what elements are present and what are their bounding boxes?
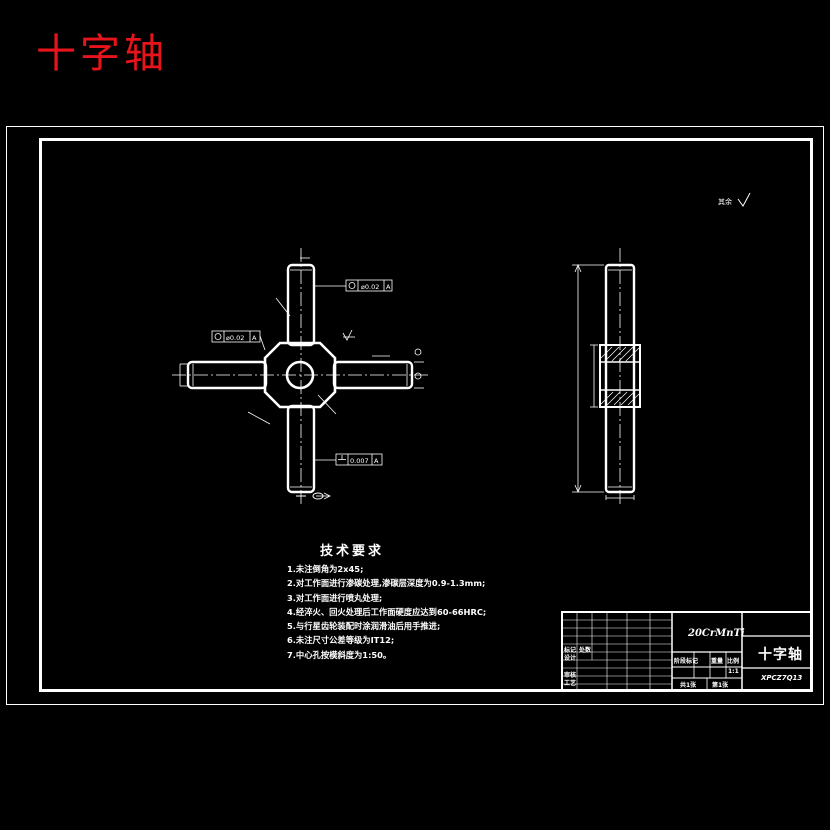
requirement-item: 7.中心孔按模斜度为1:50。 (287, 649, 392, 660)
cross-front-view (172, 248, 428, 505)
requirement-item: 4.经淬火、回火处理后工作面硬度应达到60-66HRC; (287, 606, 487, 617)
tech-requirements-list: 1.未注倒角为2x45; 2.对工作面进行渗碳处理,渗碳层深度为0.9-1.3m… (287, 562, 486, 662)
inner-frame (39, 138, 813, 692)
tb-label-count: 处数 (579, 647, 592, 654)
tb-label-process: 工艺 (564, 680, 577, 687)
side-view-dimensions (572, 263, 635, 500)
page-title: 十字轴 (36, 31, 168, 77)
tb-label-mark: 标记 (564, 647, 577, 654)
datum-label-2: A (252, 334, 257, 342)
tolerance-value-1: ⌀0.02 (361, 283, 379, 291)
tolerance-value-3: 0.007 (350, 457, 369, 465)
outer-frame (6, 126, 824, 705)
part-name: 十字轴 (758, 647, 803, 663)
roughness-note: 其余 (718, 197, 732, 206)
tb-sheet-total: 共1张 (680, 682, 697, 689)
requirement-item: 3.对工作面进行喷丸处理; (287, 592, 383, 603)
tb-label-weight: 重量 (711, 658, 724, 665)
material-label: 20CrMnTi (688, 628, 745, 639)
datum-label-1: A (386, 283, 391, 291)
roughness-symbol: 其余 (718, 192, 751, 207)
tolerance-value-2: ⌀0.02 (226, 334, 244, 342)
requirement-item: 2.对工作面进行渗碳处理,渗碳层深度为0.9-1.3mm; (287, 578, 486, 589)
tb-scale-value: 1:1 (728, 668, 739, 675)
tb-label-design: 设计 (564, 655, 577, 662)
title-block (561, 611, 812, 691)
tb-label-scale: 比例 (727, 658, 740, 665)
tech-requirements-heading: 技术要求 (320, 544, 385, 559)
drawing-number: XPCZ7Q13 (761, 674, 803, 682)
requirement-item: 1.未注倒角为2x45; (287, 564, 364, 574)
requirement-item: 5.与行星齿轮装配时涂润滑油后用手推进; (287, 621, 441, 632)
tb-label-stage: 阶段标记 (674, 658, 699, 665)
requirement-item: 6.未注尺寸公差等级为IT12; (287, 635, 395, 646)
front-view-dimensions: ⌀0.02 A ⌀0.02 A 0.007 A (179, 257, 424, 500)
tb-label-review: 审核 (564, 672, 577, 679)
datum-label-3: A (374, 457, 379, 465)
cross-side-view (599, 248, 641, 505)
tb-sheet-number: 第1张 (712, 682, 729, 689)
